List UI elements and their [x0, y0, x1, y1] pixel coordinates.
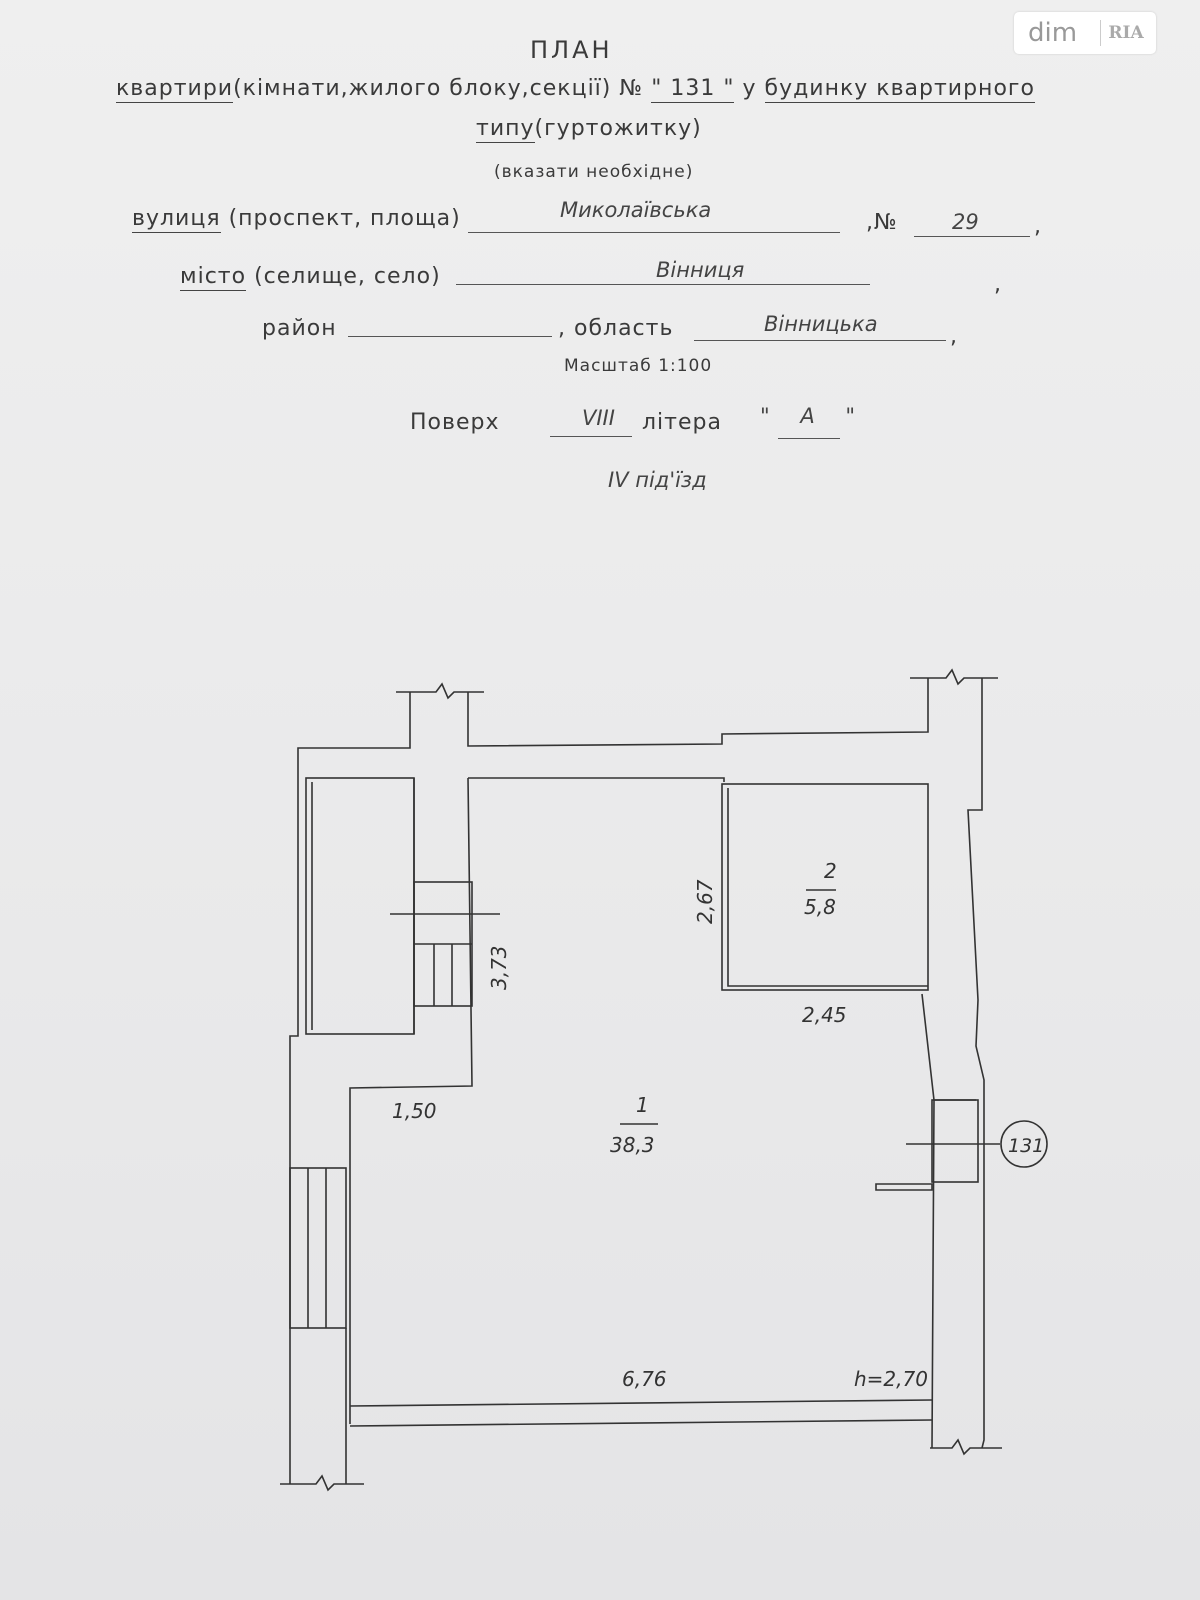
- letter-value: " А ": [760, 404, 868, 428]
- apartment-number: " 131 ": [651, 76, 735, 103]
- floor-value: VIII: [582, 406, 615, 430]
- letter-label: літера: [642, 410, 722, 435]
- scale-label: Масштаб 1:100: [564, 356, 713, 376]
- room1-top-wall: [468, 777, 725, 782]
- street-label-underlined: вулиця: [132, 206, 221, 233]
- apartment-marker-circle: [1000, 1120, 1048, 1168]
- dimria-watermark: dim RIA: [1014, 12, 1156, 54]
- house-number-line: [914, 236, 1030, 237]
- wall-break-top-right: [910, 668, 998, 686]
- region-value: Вінницька: [764, 312, 878, 336]
- header-line-2: типу(гуртожитку): [476, 116, 702, 143]
- wall-break-bottom-left: [280, 1474, 364, 1492]
- ceiling-height: h=2,70: [854, 1367, 928, 1391]
- header-dormitory: (гуртожитку): [534, 116, 702, 141]
- floor-label: Поверх: [410, 410, 500, 435]
- house-number-label: ,№: [866, 210, 898, 235]
- district-value-line: [348, 336, 552, 337]
- dimension-left-step: 1,50: [392, 1099, 437, 1123]
- region-label: , область: [558, 316, 674, 341]
- outer-wall-top-line: [467, 678, 929, 747]
- room2-inner-line: [727, 788, 928, 987]
- room2-area: 5,8: [804, 895, 836, 919]
- city-label-underlined: місто: [180, 264, 247, 291]
- dimension-room1-length: 6,76: [622, 1367, 667, 1391]
- street-label: вулиця (проспект, площа): [132, 206, 461, 233]
- entrance-door-block: [931, 1099, 979, 1183]
- watermark-ria-logo: RIA: [1100, 20, 1151, 46]
- city-value-line: [456, 284, 870, 285]
- wall-break-bottom-right: [930, 1438, 1002, 1456]
- header-note: (вказати необхідне): [494, 162, 694, 182]
- page-title: ПЛАН: [530, 36, 613, 64]
- header-building-type: будинку квартирного: [764, 76, 1035, 103]
- street-comma: ,: [1034, 214, 1042, 239]
- room2-outline: [721, 783, 929, 991]
- ventilation-grille: [433, 944, 453, 1006]
- apartment-marker-number: 131: [1008, 1135, 1044, 1157]
- city-value: Вінниця: [656, 258, 745, 282]
- street-label-rest: (проспект, площа): [228, 206, 461, 231]
- street-value: Миколаївська: [560, 198, 712, 222]
- wall-break-top-left: [396, 682, 484, 700]
- watermark-dim-text: dim: [1028, 18, 1078, 48]
- entrance-door-leaf: [875, 1183, 933, 1191]
- region-comma: ,: [950, 324, 958, 349]
- room1-bottom-wall-inner: [349, 1399, 933, 1407]
- room1-number: 1: [636, 1093, 649, 1117]
- dimension-room2-width: 2,45: [802, 1003, 847, 1027]
- outer-wall-left-line: [289, 692, 411, 1484]
- house-number-value: 29: [952, 210, 979, 234]
- district-label: район: [262, 316, 337, 341]
- dimension-shaft-length: 3,73: [487, 945, 511, 990]
- left-window-block: [289, 1167, 347, 1329]
- left-window-lines: [307, 1168, 327, 1328]
- header-apartment-word: квартири: [116, 76, 234, 103]
- city-label: місто (селище, село): [180, 264, 441, 291]
- entrance-label: IV під'їзд: [608, 468, 707, 492]
- outer-wall-right-outer-line: [967, 678, 985, 1449]
- dimension-room2-height: 2,67: [693, 879, 717, 924]
- region-value-line: [694, 340, 946, 341]
- header-type-word: типу: [476, 116, 535, 143]
- left-shaft-outer: [305, 777, 415, 1035]
- city-comma: ,: [994, 272, 1002, 297]
- header-line-1: квартири(кімнати,жилого блоку,секції) № …: [116, 76, 1035, 103]
- street-value-line: [468, 232, 840, 233]
- city-label-rest: (селище, село): [254, 264, 441, 289]
- room2-number: 2: [824, 859, 837, 883]
- room1-bottom-wall-outer: [349, 1419, 933, 1427]
- header-in-word: у: [742, 76, 757, 101]
- letter-value-line: [778, 438, 840, 439]
- floor-value-line: [550, 436, 632, 437]
- room1-left-wall: [349, 777, 473, 1424]
- header-room-types: (кімнати,жилого блоку,секції) №: [233, 76, 644, 101]
- room1-area: 38,3: [610, 1133, 655, 1157]
